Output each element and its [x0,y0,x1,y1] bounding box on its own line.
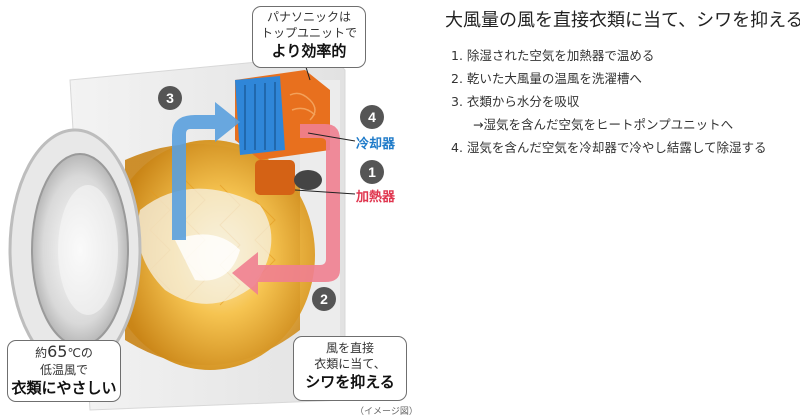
cooler-label: 冷却器 [356,137,396,152]
cooler-leader-line [307,132,356,142]
low-temp-callout: 約65℃の 低温風で 衣類にやさしい [7,340,121,402]
process-steps-list: 1. 除湿された空気を加熱器で温める 2. 乾いた大風量の温風を洗濯槽へ 3. … [451,44,767,159]
badge-3-label: 3 [166,90,174,106]
badge-2-label: 2 [320,291,328,307]
page-title: 大風量の風を直接衣類に当て、シワを抑える [445,10,800,31]
low-temp-callout-line2: 低温風で [39,363,88,377]
wrinkle-callout: 風を直接 衣類に当て、 シワを抑える [293,336,407,401]
wrinkle-callout-line1: 風を直接 [325,341,374,355]
temperature-unit: ℃の [67,346,93,360]
wrinkle-callout-emphasis: シワを抑える [305,373,395,391]
step-1: 1. 除湿された空気を加熱器で温める [451,48,655,63]
badge-1-label: 1 [368,164,376,180]
low-temp-callout-emphasis: 衣類にやさしい [11,379,117,397]
efficiency-callout: パナソニックは トップユニットで より効率的 [252,6,366,68]
heater-label: 加熱器 [356,190,396,205]
door [8,128,142,372]
warm-air-arrow [232,124,340,295]
step-4: 4. 湿気を含んだ空気を冷却器で冷やし結露して除湿する [451,140,767,155]
badge-1: 1 [360,160,384,184]
washer-dryer-illustration: 3 4 1 2 [8,54,384,411]
image-caption: （イメージ図） [355,407,418,417]
heater-leader-line [294,189,356,195]
badge-4-label: 4 [368,109,376,125]
low-temp-callout-temperature-line: 約65℃の [8,343,120,362]
badge-4: 4 [360,105,384,129]
badge-3: 3 [158,86,182,110]
efficiency-callout-line2: トップユニットで [260,26,357,40]
efficiency-callout-emphasis: より効率的 [271,42,347,60]
temperature-prefix: 約 [35,346,48,360]
cool-air-arrow [172,102,240,240]
step-2: 2. 乾いた大風量の温風を洗濯槽へ [451,71,642,86]
wrinkle-callout-line2: 衣類に当て、 [314,357,386,371]
step-3-detail: →湿気を含んだ空気をヒートポンプユニットへ [473,117,734,132]
step-3: 3. 衣類から水分を吸収 [451,94,580,109]
efficiency-callout-line1: パナソニックは [266,10,351,24]
temperature-value: 65 [47,342,68,361]
badge-2: 2 [312,287,336,311]
drum [105,140,315,370]
